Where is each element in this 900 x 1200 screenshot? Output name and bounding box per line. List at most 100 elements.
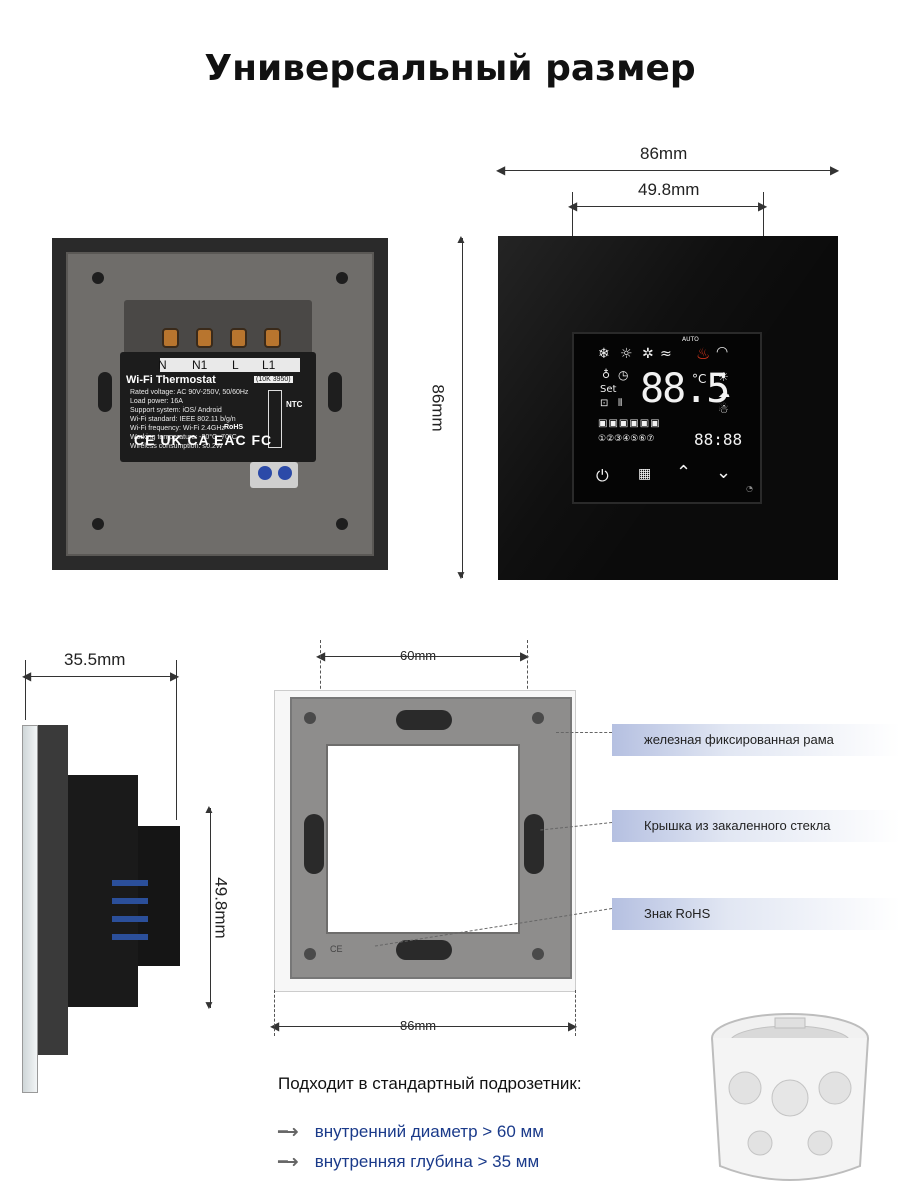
mounting-slot	[328, 372, 342, 412]
terminal-screw	[230, 328, 247, 348]
arrow-right-icon: ▶	[758, 199, 768, 213]
dim-line	[26, 676, 176, 677]
fan-icon: ✲	[642, 346, 654, 362]
cloud-icon: ☁	[718, 386, 730, 400]
fit-title: Подходит в стандартный подрозетник:	[278, 1074, 582, 1093]
dim-inner-width: 60mm	[400, 648, 437, 663]
module-spec-list: Rated voltage: AC 90V-250V, 50/60Hz Load…	[130, 388, 248, 451]
arrow-up-icon: ▲	[455, 232, 467, 246]
wave-icon: ≈	[660, 346, 672, 362]
unit-celsius: °C	[692, 372, 707, 386]
dim-screen-width: 49.8mm	[638, 180, 700, 199]
terminal-label-strip	[160, 358, 300, 372]
lock-icon: ⊡	[600, 398, 609, 409]
power-button[interactable]: ⏻	[596, 466, 609, 485]
snow-cloud-icon: ☃	[718, 402, 729, 416]
thermometer-icon: ♁	[602, 368, 611, 381]
spec-line: Wireless consumption: ≤0.2W	[130, 443, 223, 450]
set-label: Set	[600, 384, 617, 395]
side-vent	[112, 934, 148, 940]
extension-line	[575, 990, 576, 1036]
terminal-screw	[162, 328, 179, 348]
arrow-up-icon: ▲	[203, 802, 215, 816]
side-module-body	[68, 775, 138, 1007]
sensor-icon: ◔	[746, 484, 753, 493]
spec-line: Working temperature: -20°C~70°C	[130, 434, 237, 441]
rohs-mark: RoHS	[224, 424, 244, 431]
terminal-block	[124, 300, 312, 360]
screw-hole	[304, 712, 316, 724]
sun-icon: ☼	[620, 346, 633, 362]
auto-label: AUTO	[682, 336, 699, 343]
arrow-down-icon: ▼	[203, 998, 215, 1012]
side-vent	[112, 916, 148, 922]
screw-hole	[92, 518, 104, 530]
frame-opening	[326, 744, 520, 934]
side-glass-panel	[22, 725, 38, 1093]
page-title: Универсальный размер	[204, 48, 696, 89]
fit-spec-text: внутренняя глубина > 35 мм	[314, 1152, 540, 1171]
mounting-slot	[98, 372, 112, 412]
arrow-left-icon: ◀	[496, 163, 506, 177]
spec-line: Support system: iOS/ Android	[130, 407, 222, 414]
dim-front-width: 86mm	[640, 144, 688, 163]
terminal-label-l: L	[232, 358, 239, 372]
weekday-icons: ①②③④⑤⑥⑦	[598, 434, 655, 444]
spec-line: Rated voltage: AC 90V-250V, 50/60Hz	[130, 389, 249, 396]
spec-line: Wi-Fi frequency: Wi-Fi 2.4GHz	[130, 425, 225, 432]
up-button[interactable]: ⌃	[676, 462, 692, 483]
screw-hole	[92, 272, 104, 284]
ce-mark: CE	[330, 944, 343, 954]
lcd-display	[572, 332, 762, 504]
menu-button[interactable]: ▦	[638, 466, 652, 482]
screw-hole	[336, 518, 348, 530]
dim-line	[572, 206, 764, 207]
flame-icon: ♨	[696, 346, 711, 363]
callout-iron-frame: железная фиксированная рама	[612, 724, 900, 756]
sun-icon: ☀	[718, 370, 729, 384]
spec-line: Wi-Fi standard: IEEE 802.11 b/g/n	[130, 416, 236, 423]
terminal-label-n: N	[158, 358, 167, 372]
terminal-label-n1: N1	[192, 358, 208, 372]
fit-spec-depth: ━➜ внутренняя глубина > 35 мм	[278, 1152, 539, 1172]
down-button[interactable]: ⌄	[716, 462, 732, 483]
terminal-screw	[264, 328, 281, 348]
side-frame	[38, 725, 68, 1055]
ntc-diagram	[268, 390, 282, 448]
screw-hole	[532, 948, 544, 960]
extension-line	[176, 660, 177, 820]
spec-line: Load power: 16A	[130, 398, 183, 405]
dim-front-height: 86mm	[428, 384, 448, 432]
mounting-slot	[304, 814, 324, 874]
dash-arrow-icon: ━➜	[278, 1124, 299, 1141]
terminal-screw	[196, 328, 213, 348]
mounting-slot	[524, 814, 544, 874]
arrow-right-icon: ▶	[170, 669, 180, 683]
dim-line	[500, 170, 836, 171]
schedule-icons: ▣▣▣▣▣▣	[598, 418, 661, 429]
dim-side-height: 49.8mm	[211, 877, 231, 939]
arrow-right-icon: ▶	[830, 163, 840, 177]
arrow-left-icon: ◀	[22, 669, 32, 683]
clock-readout: 88:88	[694, 430, 743, 449]
dim-line	[210, 808, 211, 1008]
sensor-screw	[278, 466, 292, 480]
junction-box-image	[711, 1013, 869, 1181]
arrow-right-icon: ▶	[520, 649, 530, 663]
mounting-slot	[396, 710, 452, 730]
fit-spec-text: внутренний диаметр > 60 мм	[314, 1122, 544, 1141]
side-vent	[112, 880, 148, 886]
extension-line	[25, 660, 26, 720]
screw-hole	[336, 272, 348, 284]
callout-rohs: Знак RoHS	[612, 898, 900, 930]
fit-spec-diameter: ━➜ внутренний диаметр > 60 мм	[278, 1122, 544, 1142]
arrow-right-icon: ▶	[568, 1019, 578, 1033]
temperature-readout: 88.5	[640, 366, 730, 412]
screw-hole	[532, 712, 544, 724]
dash-arrow-icon: ━➜	[278, 1154, 299, 1171]
dim-line	[462, 238, 463, 578]
cert-marks: CE UK CA EAC FC	[134, 432, 273, 448]
side-vent	[112, 898, 148, 904]
terminal-label-l1: L1	[262, 358, 276, 372]
arrow-down-icon: ▼	[455, 568, 467, 582]
